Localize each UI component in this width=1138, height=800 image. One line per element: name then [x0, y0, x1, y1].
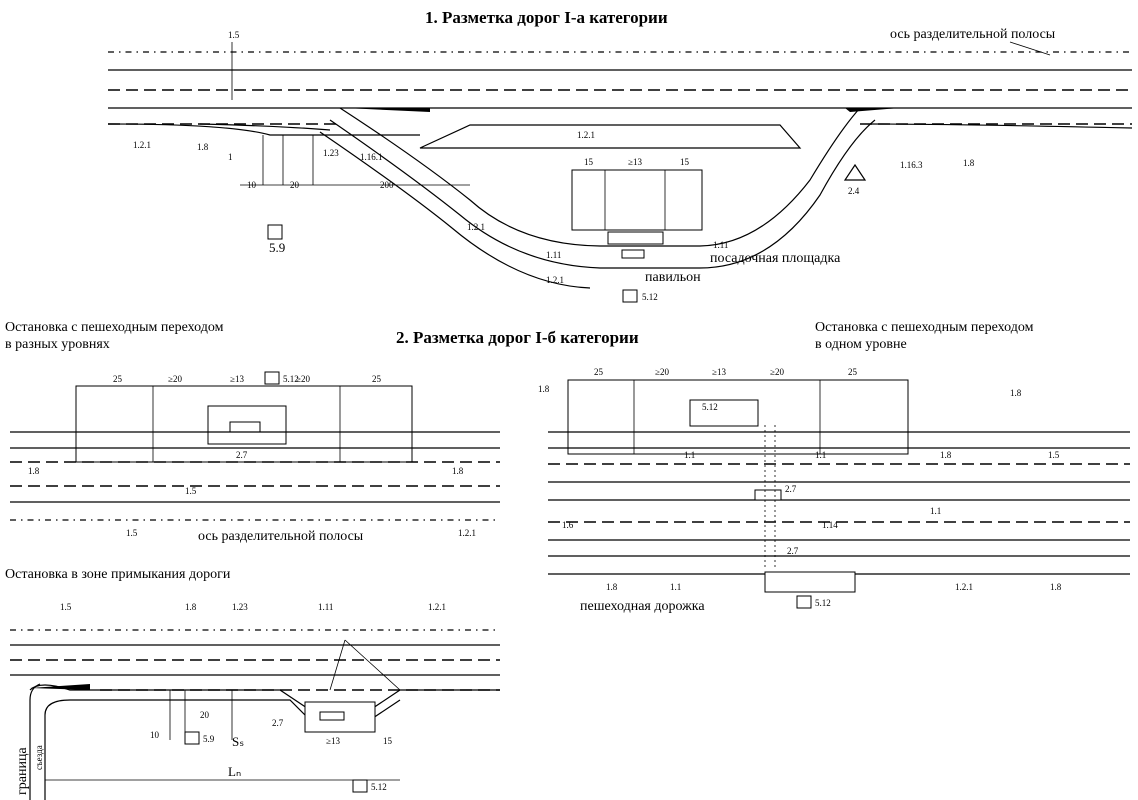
- label-1: 1: [228, 152, 233, 162]
- label-1-2-1-c: 1.2.1: [546, 275, 564, 285]
- label-1-5: 1.5: [228, 30, 240, 40]
- label-2-7-b: 2.7: [785, 484, 797, 494]
- label-2-7-d: 2.7: [272, 718, 284, 728]
- label-2-7-c: 2.7: [787, 546, 799, 556]
- dim-s3-25-b: 25: [848, 367, 858, 377]
- dim-10: 10: [247, 180, 257, 190]
- dim-s3-20-a: ≥20: [655, 367, 669, 377]
- label-1-2-1-left: 1.2.1: [133, 140, 151, 150]
- label-1-8-a: 1.8: [197, 142, 209, 152]
- dim-s3-20-b: ≥20: [770, 367, 784, 377]
- dim-s2-13: ≥13: [230, 374, 244, 384]
- labels-section-2: 5.12 1.8 1.8 1.5 1.5 2.7 1.2.1 25 ≥20 ≥1…: [28, 374, 476, 544]
- platform-caption: посадочная площадка: [710, 251, 841, 266]
- label-5-9-b: 5.9: [203, 734, 215, 744]
- dim-s4-10: 10: [150, 730, 160, 740]
- dim-s2-25-a: 25: [113, 374, 123, 384]
- leader-axis-top: [1009, 41, 1051, 56]
- dim-s4-13: ≥13: [326, 736, 340, 746]
- label-5-12-a: 5.12: [642, 292, 658, 302]
- label-1-5-c: 1.5: [126, 528, 138, 538]
- dim-20: 20: [290, 180, 300, 190]
- label-1-1-a: 1.1: [684, 450, 695, 460]
- subtitle-bottom: Остановка в зоне примыкания дороги: [5, 567, 231, 582]
- label-1-14: 1.14: [822, 520, 838, 530]
- label-5-12-c: 5.12: [702, 402, 718, 412]
- subtitle-left-line2: в разных уровнях: [5, 337, 110, 352]
- dim-s3-13: ≥13: [712, 367, 726, 377]
- label-1-5-b: 1.5: [185, 486, 197, 496]
- axis-caption-mid: ось разделительной полосы: [198, 529, 364, 544]
- label-1-8-f: 1.8: [1010, 388, 1022, 398]
- label-1-8-j: 1.8: [185, 602, 197, 612]
- label-1-6: 1.6: [562, 520, 574, 530]
- label-1-2-1-e: 1.2.1: [955, 582, 973, 592]
- label-5-12-e: 5.12: [371, 782, 387, 792]
- label-1-1-d: 1.1: [670, 582, 681, 592]
- boundary-caption: граница: [15, 747, 30, 795]
- label-1-8-c: 1.8: [28, 466, 40, 476]
- boundary-caption-2: съезда: [34, 745, 44, 770]
- symbol-s: Sₛ: [232, 734, 244, 749]
- label-1-2-1-a: 1.2.1: [577, 130, 595, 140]
- label-1-11-c: 1.11: [318, 602, 333, 612]
- label-2-7-a: 2.7: [236, 450, 248, 460]
- label-1-8-i: 1.8: [1050, 582, 1062, 592]
- label-1-8-b: 1.8: [963, 158, 975, 168]
- label-1-2-1-b: 1.2.1: [467, 222, 485, 232]
- dim-15-a: 15: [584, 157, 594, 167]
- dim-s3-25-a: 25: [594, 367, 604, 377]
- road-lines-section-1: [107, 51, 1133, 303]
- label-1-5-d: 1.5: [1048, 450, 1060, 460]
- axis-caption-top: ось разделительной полосы: [890, 27, 1056, 42]
- label-1-2-1-d: 1.2.1: [458, 528, 476, 538]
- label-2-4: 2.4: [848, 186, 860, 196]
- label-1-23-b: 1.23: [232, 602, 248, 612]
- label-1-1-b: 1.1: [815, 450, 826, 460]
- labels-section-1: 1.5 1.2.1 1.8 1 1.23 1.16.1 1.2.1 1.16.3…: [133, 30, 975, 302]
- road-lines-section-4: [10, 629, 500, 800]
- label-1-8-e: 1.8: [538, 384, 550, 394]
- subtitle-right-line2: в одном уровне: [815, 337, 907, 352]
- label-1-16-3: 1.16.3: [900, 160, 923, 170]
- dim-200: 200: [380, 180, 394, 190]
- pavilion-caption: павильон: [645, 270, 701, 285]
- dim-s2-20-a: ≥20: [168, 374, 182, 384]
- label-5-12-b: 5.12: [283, 374, 299, 384]
- symbol-l: Lₙ: [228, 764, 241, 779]
- label-1-11-b: 1.11: [713, 240, 728, 250]
- title-section-1: 1. Разметка дорог I-а категории: [425, 8, 668, 27]
- road-lines-section-3: [548, 379, 1130, 609]
- dim-s2-20-b: ≥20: [296, 374, 310, 384]
- label-1-16-1: 1.16.1: [360, 152, 383, 162]
- footpath-caption: пешеходная дорожка: [580, 599, 705, 614]
- dim-s4-15: 15: [383, 736, 393, 746]
- label-1-8-d: 1.8: [452, 466, 464, 476]
- road-lines-section-2: [10, 371, 500, 521]
- labels-section-3: 5.12 1.8 1.8 1.1 1.1 1.8 1.5 2.7 1.6 1.1…: [538, 367, 1062, 614]
- subtitle-right-line1: Остановка с пешеходным переходом: [815, 320, 1034, 335]
- label-1-2-1-f: 1.2.1: [428, 602, 446, 612]
- dim-15-b: 15: [680, 157, 690, 167]
- label-1-8-g: 1.8: [940, 450, 952, 460]
- label-5-9: 5.9: [269, 240, 285, 255]
- label-1-23: 1.23: [323, 148, 339, 158]
- dim-s2-25-b: 25: [372, 374, 382, 384]
- label-1-5-e: 1.5: [60, 602, 72, 612]
- labels-section-4: 1.5 1.8 1.23 1.11 1.2.1 2.7 5.9 5.12 10 …: [15, 602, 446, 795]
- label-1-8-h: 1.8: [606, 582, 618, 592]
- label-1-11-a: 1.11: [546, 250, 561, 260]
- label-5-12-d: 5.12: [815, 598, 831, 608]
- title-section-2: 2. Разметка дорог I-б категории: [396, 328, 639, 347]
- label-1-1-c: 1.1: [930, 506, 941, 516]
- dim-s4-20: 20: [200, 710, 210, 720]
- subtitle-left-line1: Остановка с пешеходным переходом: [5, 320, 224, 335]
- dim-13: ≥13: [628, 157, 642, 167]
